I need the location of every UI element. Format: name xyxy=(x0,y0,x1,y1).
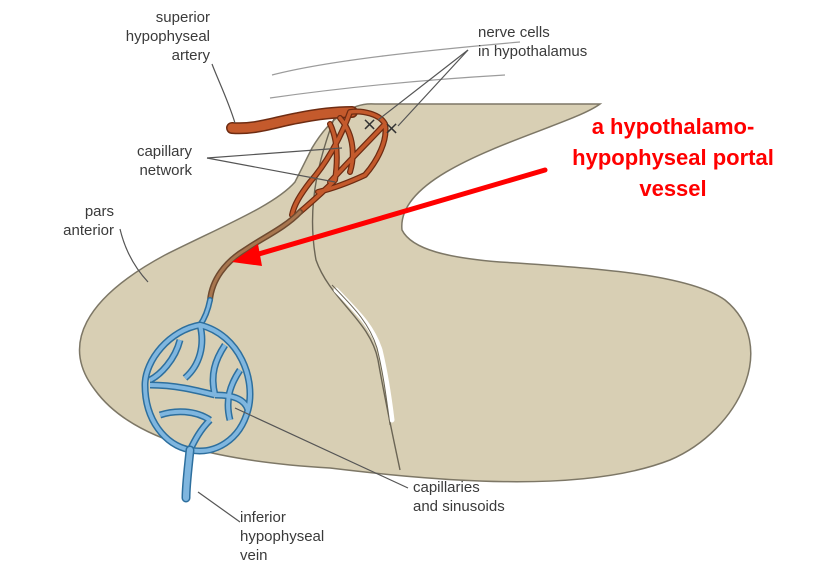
label-pars-anterior: pars anterior xyxy=(63,202,114,240)
annotation-line: vessel xyxy=(538,173,808,204)
label-nerve-cells: nerve cells in hypothalamus xyxy=(478,23,587,61)
brain-outline-2 xyxy=(270,75,505,98)
label-capillaries-sinusoids: capillaries and sinusoids xyxy=(413,478,505,516)
label-line: vein xyxy=(240,546,324,565)
label-line: inferior xyxy=(240,508,324,527)
label-capillary-network: capillary network xyxy=(137,142,192,180)
label-line: network xyxy=(137,161,192,180)
label-line: artery xyxy=(126,46,210,65)
label-line: hypophyseal xyxy=(126,27,210,46)
label-line: superior xyxy=(126,8,210,27)
label-line: hypophyseal xyxy=(240,527,324,546)
label-line: capillaries xyxy=(413,478,505,497)
label-superior-artery: superior hypophyseal artery xyxy=(126,8,210,65)
nerve-cell-marks-2: × xyxy=(384,118,399,139)
annotation-text: a hypothalamo- hypophyseal portal vessel xyxy=(538,111,808,204)
nerve-cell-marks: × xyxy=(362,114,377,135)
label-inferior-vein: inferior hypophyseal vein xyxy=(240,508,324,565)
label-line: anterior xyxy=(63,221,114,240)
leader-vein xyxy=(198,492,240,522)
label-line: and sinusoids xyxy=(413,497,505,516)
label-line: nerve cells xyxy=(478,23,587,42)
label-line: in hypothalamus xyxy=(478,42,587,61)
leader-artery xyxy=(212,64,235,123)
label-line: capillary xyxy=(137,142,192,161)
label-line: pars xyxy=(63,202,114,221)
annotation-line: a hypothalamo- xyxy=(538,111,808,142)
annotation-line: hypophyseal portal xyxy=(538,142,808,173)
